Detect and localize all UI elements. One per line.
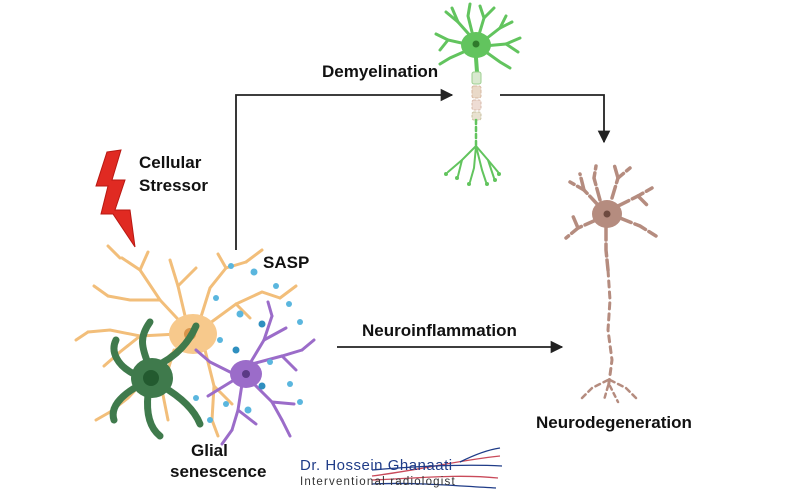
glial-senescence-label-line2: senescence	[170, 462, 266, 481]
cellular-stressor-label-line2: Stressor	[139, 176, 208, 195]
cellular-stressor-label: Cellular	[139, 153, 202, 172]
microglia	[194, 300, 316, 446]
logo-subtitle: Interventional radiologist	[300, 476, 456, 488]
glial-cell-cluster	[74, 244, 316, 446]
healthy-neuron	[434, 2, 522, 186]
lightning-bolt-icon	[95, 149, 136, 248]
degenerating-neuron	[564, 162, 658, 404]
sasp-label: SASP	[263, 253, 309, 272]
demyelination-label: Demyelination	[322, 62, 438, 81]
arrow-to-demyelination	[235, 88, 454, 250]
sasp-dots	[193, 263, 303, 423]
logo-name: Dr. Hossein Ghanaati	[300, 457, 453, 474]
oligodendrocyte	[109, 318, 204, 440]
glial-senescence-label: Glial	[191, 441, 228, 460]
nerve-lines-icon	[371, 447, 503, 489]
arrow-demyelination-to-neurodegeneration	[500, 94, 611, 144]
neurodegeneration-label: Neurodegeneration	[536, 413, 692, 432]
logo: Dr. Hossein Ghanaati Interventional radi…	[300, 447, 503, 489]
neuroinflammation-label: Neuroinflammation	[362, 321, 517, 340]
